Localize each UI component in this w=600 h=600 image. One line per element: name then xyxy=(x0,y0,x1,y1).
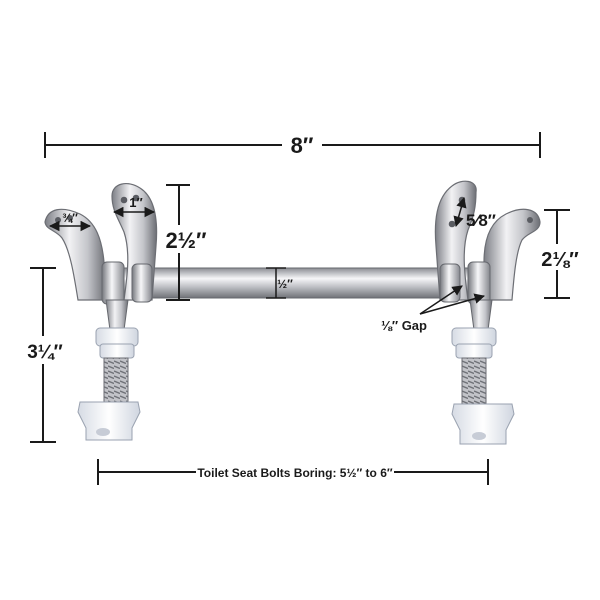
left-height-label-bg xyxy=(160,225,210,253)
left-large-handle-hole-2 xyxy=(132,194,140,202)
bolt-length-dimension: 3¼″ xyxy=(18,267,72,443)
hole-spacing-dimension: 5⁄8″ xyxy=(453,196,496,230)
right-height-label-bg xyxy=(534,244,586,270)
overall-width-label: 8″ xyxy=(291,133,314,158)
bolt-length-label-bg xyxy=(18,336,72,364)
left-collar-inner xyxy=(131,263,153,303)
gap-dimension: ⅛″ Gap xyxy=(381,285,486,333)
left-upper-washer-base xyxy=(99,343,135,359)
large-opening-label: 1″ xyxy=(129,195,142,210)
right-post xyxy=(469,299,493,331)
right-large-handle-hole-2 xyxy=(448,220,456,228)
right-height-dimension: 2⅛″ xyxy=(534,209,586,299)
large-opening-dimension: 1″ xyxy=(112,195,156,218)
right-collar-inner xyxy=(439,263,461,303)
left-height-label: 2½″ xyxy=(165,228,207,253)
right-small-handle-hole xyxy=(527,217,533,223)
right-height-label: 2⅛″ xyxy=(541,249,579,271)
bolt-length-label: 3¼″ xyxy=(27,342,63,363)
left-height-dimension: 2½″ xyxy=(160,184,210,301)
right-upper-washer-base xyxy=(455,343,493,359)
boring-dimension: Toilet Seat Bolts Boring: 5½″ to 6″ xyxy=(97,459,489,485)
left-lower-nut-hole xyxy=(96,428,110,436)
hinge-rod xyxy=(109,267,481,299)
small-opening-dimension: ¾″ xyxy=(48,211,92,232)
left-collar-outer xyxy=(101,261,125,305)
left-small-handle xyxy=(44,208,107,301)
rod-diameter-dimension: ½″ xyxy=(266,267,293,299)
left-small-handle-hole xyxy=(55,217,61,223)
left-lower-nut xyxy=(77,401,141,441)
small-opening-label: ¾″ xyxy=(62,211,78,225)
left-upper-washer xyxy=(95,327,139,347)
right-lower-nut-hole xyxy=(472,432,486,440)
right-upper-washer xyxy=(451,327,497,347)
rod-diameter-label: ½″ xyxy=(277,277,293,291)
left-small-handle-hole-2 xyxy=(67,215,73,221)
gap-label: ⅛″ Gap xyxy=(381,318,427,333)
hole-spacing-label: 5⁄8″ xyxy=(466,211,496,230)
boring-label: Toilet Seat Bolts Boring: 5½″ to 6″ xyxy=(197,466,393,480)
right-bolt-thread xyxy=(461,357,487,409)
left-post xyxy=(105,299,129,331)
left-large-handle-hole xyxy=(120,196,128,204)
overall-width-dimension: 8″ xyxy=(44,132,541,158)
right-lower-nut xyxy=(451,403,515,445)
left-bolt-thread xyxy=(103,357,129,407)
